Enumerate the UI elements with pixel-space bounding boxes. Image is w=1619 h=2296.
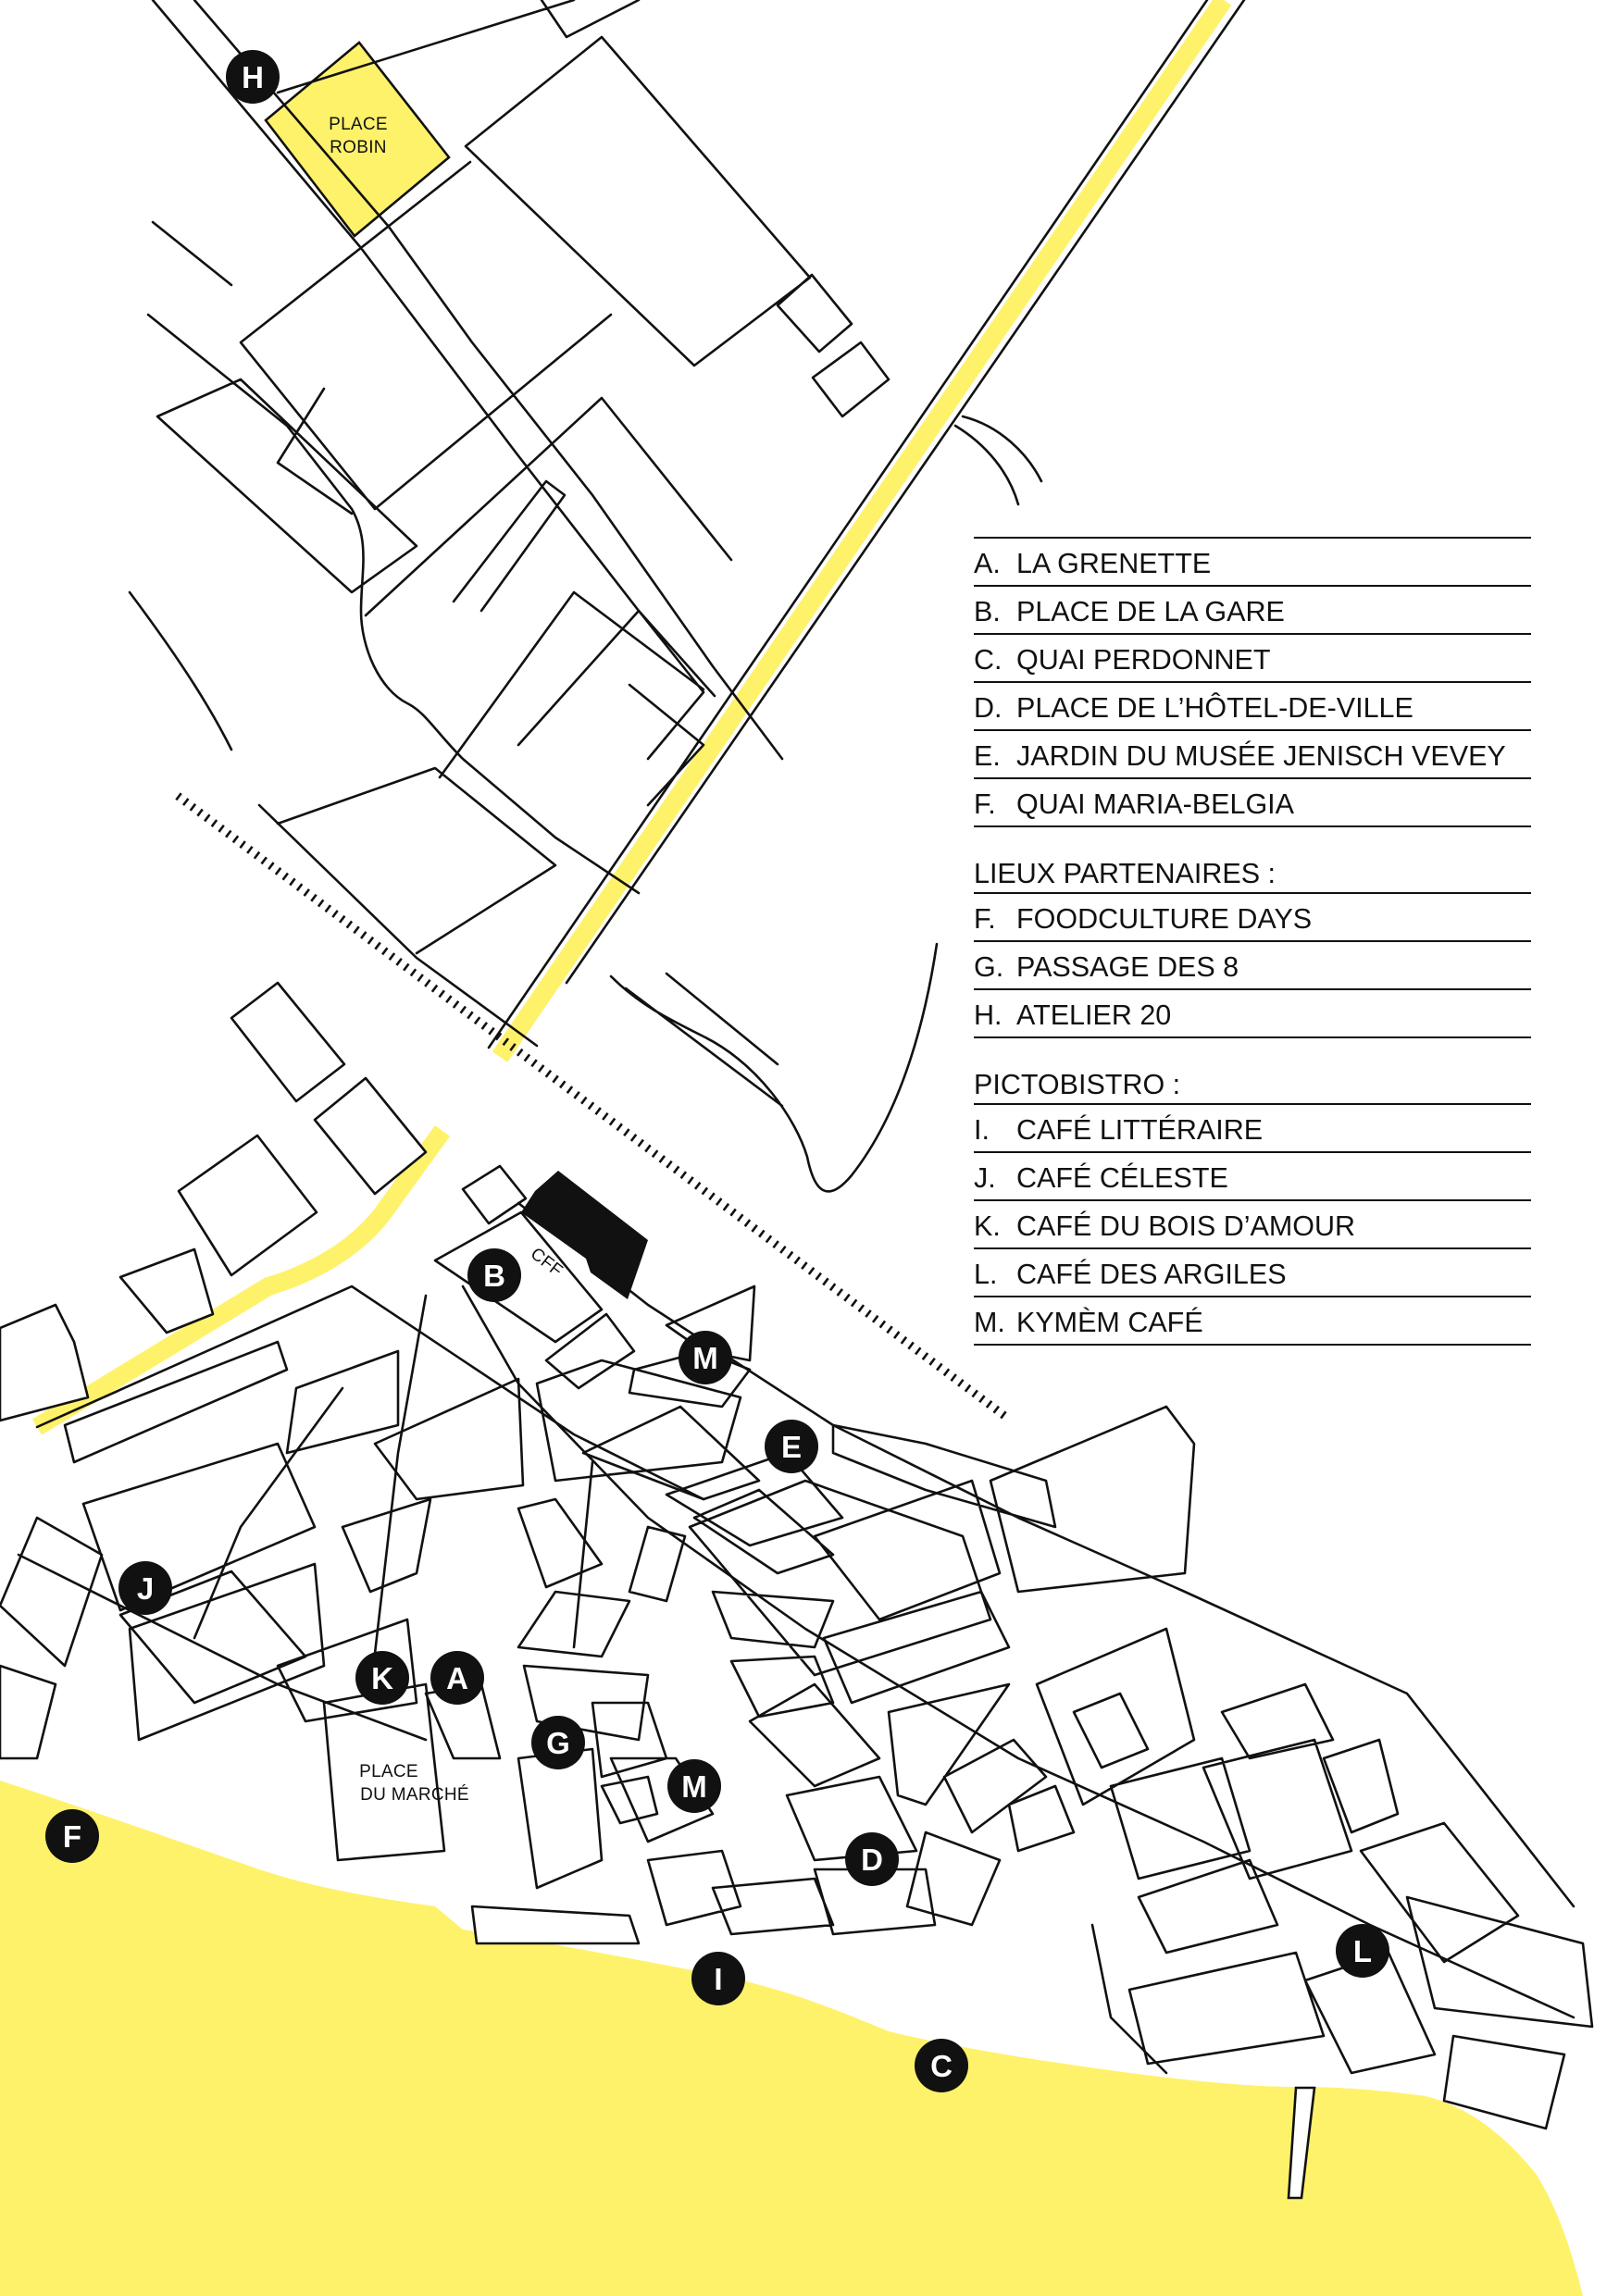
marker-c[interactable]: C <box>915 2039 968 2092</box>
pier <box>1287 2086 1316 2200</box>
marker-i[interactable]: I <box>691 1952 745 2005</box>
svg-text:C: C <box>930 2049 953 2083</box>
marker-b[interactable]: B <box>467 1248 521 1302</box>
marker-h[interactable]: H <box>226 50 280 104</box>
svg-text:D: D <box>861 1843 883 1877</box>
legend-item[interactable]: E.JARDIN DU MUSÉE JENISCH VEVEY <box>974 729 1531 777</box>
svg-text:L: L <box>1353 1934 1372 1968</box>
main-avenue-edge-right <box>565 0 1246 985</box>
legend-heading: PICTOBISTRO : <box>974 1069 1181 1100</box>
legend-group-partners: LIEUX PARTENAIRES : F.FOODCULTURE DAYS G… <box>974 846 1531 1038</box>
place-du-marche-label: DU MARCHÉ <box>360 1785 469 1805</box>
railway <box>175 792 1010 1421</box>
legend-item[interactable]: L.CAFÉ DES ARGILES <box>974 1247 1531 1296</box>
marker-j[interactable]: J <box>118 1561 172 1615</box>
place-robin-square <box>264 41 451 238</box>
lake <box>0 1781 1583 2296</box>
svg-text:A: A <box>446 1661 468 1695</box>
legend-item[interactable]: A.LA GRENETTE <box>974 537 1531 585</box>
marker-a[interactable]: A <box>430 1651 484 1705</box>
svg-text:G: G <box>546 1726 570 1760</box>
svg-text:F: F <box>63 1819 81 1854</box>
svg-text:J: J <box>137 1571 154 1606</box>
legend-item[interactable]: F.FOODCULTURE DAYS <box>974 892 1531 940</box>
legend-item[interactable]: C.QUAI PERDONNET <box>974 633 1531 681</box>
south-streets <box>17 1201 1575 2075</box>
place-robin-label: ROBIN <box>330 138 387 157</box>
svg-text:M: M <box>692 1341 718 1375</box>
legend-item[interactable]: K.CAFÉ DU BOIS D’AMOUR <box>974 1199 1531 1247</box>
svg-text:K: K <box>371 1661 393 1695</box>
marker-f[interactable]: F <box>45 1809 99 1863</box>
marker-m[interactable]: M <box>667 1759 721 1813</box>
legend-item[interactable]: B.PLACE DE LA GARE <box>974 585 1531 633</box>
svg-text:M: M <box>681 1769 707 1804</box>
legend-item[interactable]: I.CAFÉ LITTÉRAIRE <box>974 1103 1531 1151</box>
marker-d[interactable]: D <box>845 1832 899 1886</box>
legend-item[interactable]: H.ATELIER 20 <box>974 988 1531 1038</box>
marker-e[interactable]: E <box>765 1420 818 1473</box>
legend-item[interactable]: G.PASSAGE DES 8 <box>974 940 1531 988</box>
station-building <box>521 1171 648 1299</box>
svg-text:H: H <box>242 60 264 94</box>
marker-l[interactable]: L <box>1336 1924 1389 1978</box>
legend-heading: LIEUX PARTENAIRES : <box>974 858 1276 889</box>
legend-item[interactable]: J.CAFÉ CÉLESTE <box>974 1151 1531 1199</box>
map-legend: A.LA GRENETTE B.PLACE DE LA GARE C.QUAI … <box>974 537 1531 1364</box>
place-du-marche-label: PLACE <box>359 1762 418 1781</box>
legend-group-pictobistro: PICTOBISTRO : I.CAFÉ LITTÉRAIRE J.CAFÉ C… <box>974 1057 1531 1346</box>
marker-k[interactable]: K <box>355 1651 409 1705</box>
svg-text:I: I <box>714 1962 722 1996</box>
north-streets <box>128 0 1043 1193</box>
svg-text:E: E <box>781 1430 802 1464</box>
legend-item[interactable]: D.PLACE DE L’HÔTEL-DE-VILLE <box>974 681 1531 729</box>
legend-item[interactable]: F.QUAI MARIA-BELGIA <box>974 777 1531 827</box>
marker-g[interactable]: G <box>531 1716 585 1769</box>
marker-m[interactable]: M <box>679 1331 732 1384</box>
legend-item[interactable]: M.KYMÈM CAFÉ <box>974 1296 1531 1346</box>
svg-text:B: B <box>483 1259 505 1293</box>
south-blocks <box>0 981 1594 2130</box>
place-robin-label: PLACE <box>329 115 388 134</box>
legend-group-sites: A.LA GRENETTE B.PLACE DE LA GARE C.QUAI … <box>974 537 1531 827</box>
